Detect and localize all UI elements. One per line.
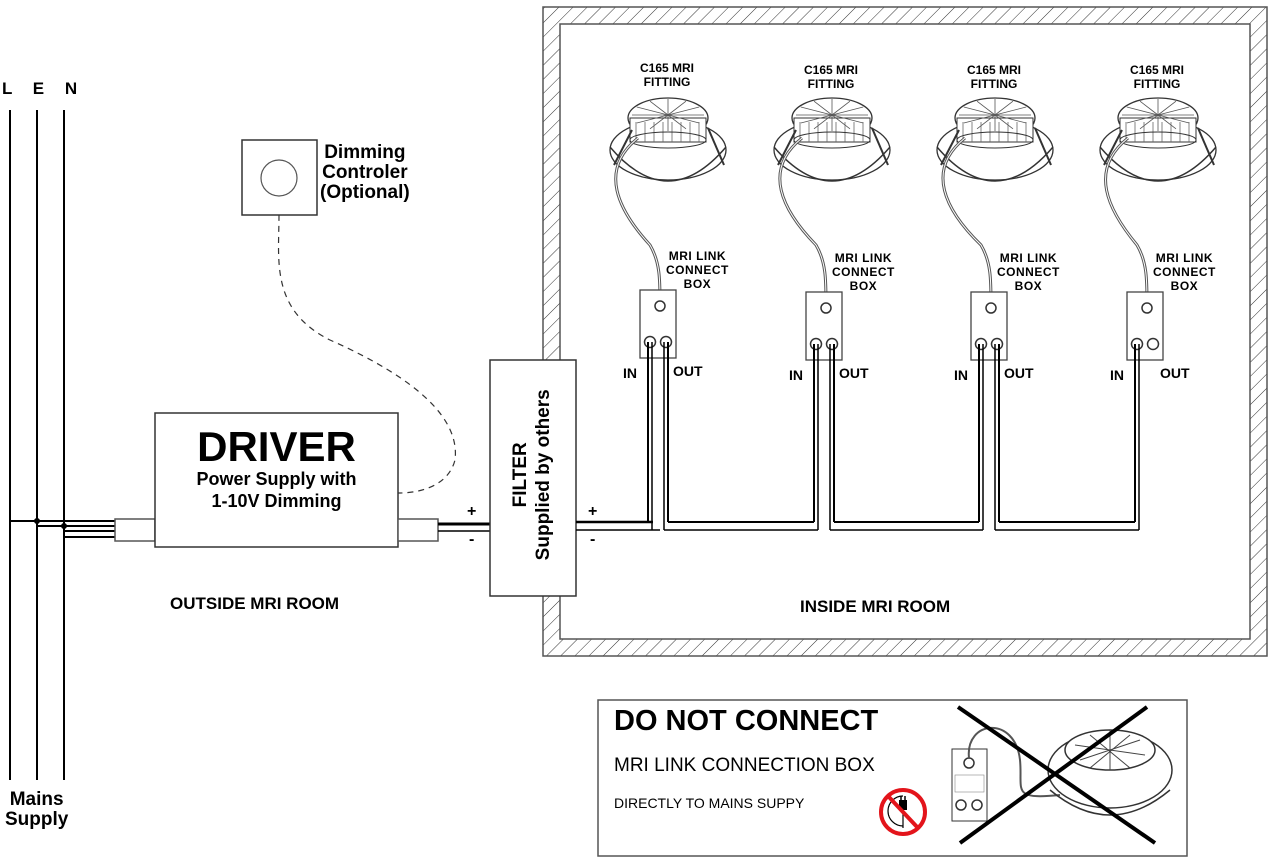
filter-to-fittings-cable xyxy=(576,520,660,531)
box-label-line2: CONNECT xyxy=(832,264,895,279)
filter-plus-sign: + xyxy=(588,503,598,520)
box-label-line3: BOX xyxy=(683,276,712,291)
dimming-label-line3: (Optional) xyxy=(320,181,410,203)
out-label: OUT xyxy=(1160,365,1190,381)
crossed-out-connection-icon xyxy=(951,705,1173,845)
inside-room-label: INSIDE MRI ROOM xyxy=(800,597,951,616)
dimming-controller xyxy=(241,139,456,494)
warning-line1: MRI LINK CONNECTION BOX xyxy=(614,755,875,776)
warning-panel xyxy=(597,699,1188,857)
dimming-label-line2: Controler xyxy=(322,161,408,183)
box-label-line1: MRI LINK xyxy=(834,251,893,265)
in-label: IN xyxy=(789,367,803,383)
mains-conductors xyxy=(9,110,65,780)
filter-subtitle: Supplied by others xyxy=(533,389,554,561)
filter-box xyxy=(489,359,577,597)
fitting-unit xyxy=(773,97,983,531)
driver-unit xyxy=(114,412,439,548)
driver-minus-sign: - xyxy=(469,531,475,548)
mains-label-line1: Mains xyxy=(9,789,64,810)
fitting-unit xyxy=(1099,97,1217,530)
box-label-line1: MRI LINK xyxy=(999,251,1058,265)
box-label-line3: BOX xyxy=(849,278,878,293)
mains-label-line2: Supply xyxy=(5,808,69,830)
driver-plus-sign: + xyxy=(467,503,477,520)
mri-link-connect-box xyxy=(805,291,843,361)
box-label-line2: CONNECT xyxy=(997,264,1060,279)
box-label-line3: BOX xyxy=(1170,278,1199,293)
dimming-controller-label: Dimming Controler (Optional) xyxy=(320,143,410,203)
fitting-label-line1: C165 MRI xyxy=(1130,63,1185,77)
fitting-label-line2: FITTING xyxy=(643,74,691,89)
fitting-unit xyxy=(936,97,1139,531)
in-label: IN xyxy=(623,365,637,381)
box-label-line1: MRI LINK xyxy=(1155,251,1214,265)
in-label: IN xyxy=(954,367,968,383)
driver-subtitle-line1: Power Supply with xyxy=(196,469,357,490)
driver-title: DRIVER xyxy=(197,423,356,470)
mains-to-driver-cable xyxy=(10,518,115,538)
fitting-unit xyxy=(609,97,818,531)
box-label-line3: BOX xyxy=(1014,278,1043,293)
dimming-control-wire xyxy=(277,214,456,494)
out-label: OUT xyxy=(1004,365,1034,381)
driver-label: DRIVER Power Supply with 1-10V Dimming xyxy=(155,423,398,512)
box-label-line2: CONNECT xyxy=(666,262,729,277)
mri-link-connect-box xyxy=(1126,291,1164,361)
dimming-knob-icon xyxy=(260,159,298,197)
warning-title: DO NOT CONNECT xyxy=(614,705,879,737)
filter-label: FILTER Supplied by others xyxy=(510,365,556,585)
fitting-label-line2: FITTING xyxy=(807,76,855,91)
mains-conductor-labels: L E N xyxy=(2,79,86,98)
box-label-line1: MRI LINK xyxy=(668,249,727,263)
c165-fitting-icon xyxy=(1099,97,1217,182)
filter-title: FILTER xyxy=(510,442,532,508)
mri-link-connect-box xyxy=(970,291,1008,361)
box-label-line2: CONNECT xyxy=(1153,264,1216,279)
out-label: OUT xyxy=(839,365,869,381)
out-label: OUT xyxy=(673,363,703,379)
fitting-label-line1: C165 MRI xyxy=(804,63,859,77)
driver-output-gland xyxy=(397,518,439,542)
outside-room-label: OUTSIDE MRI ROOM xyxy=(170,594,340,613)
c165-fitting-icon xyxy=(936,97,1054,182)
in-label: IN xyxy=(1110,367,1124,383)
driver-box xyxy=(154,412,399,548)
mains-supply-label: Mains Supply xyxy=(5,790,68,830)
filter-minus-sign: - xyxy=(590,531,596,548)
driver-subtitle-line2: 1-10V Dimming xyxy=(211,490,342,511)
mri-link-connect-box xyxy=(639,289,677,359)
fitting-label-line1: C165 MRI xyxy=(967,63,1022,77)
warning-line2: DIRECTLY TO MAINS SUPPY xyxy=(614,795,805,811)
dimming-controller-box xyxy=(241,139,318,216)
fitting-label-line2: FITTING xyxy=(1133,76,1181,91)
fitting-label-line2: FITTING xyxy=(970,76,1018,91)
no-mains-plug-icon xyxy=(879,788,927,836)
c165-fitting-icon xyxy=(609,97,727,182)
driver-to-filter-cable xyxy=(438,522,490,532)
fitting-label-line1: C165 MRI xyxy=(640,61,695,75)
driver-input-gland xyxy=(114,518,156,542)
dimming-label-line1: Dimming xyxy=(324,142,406,163)
